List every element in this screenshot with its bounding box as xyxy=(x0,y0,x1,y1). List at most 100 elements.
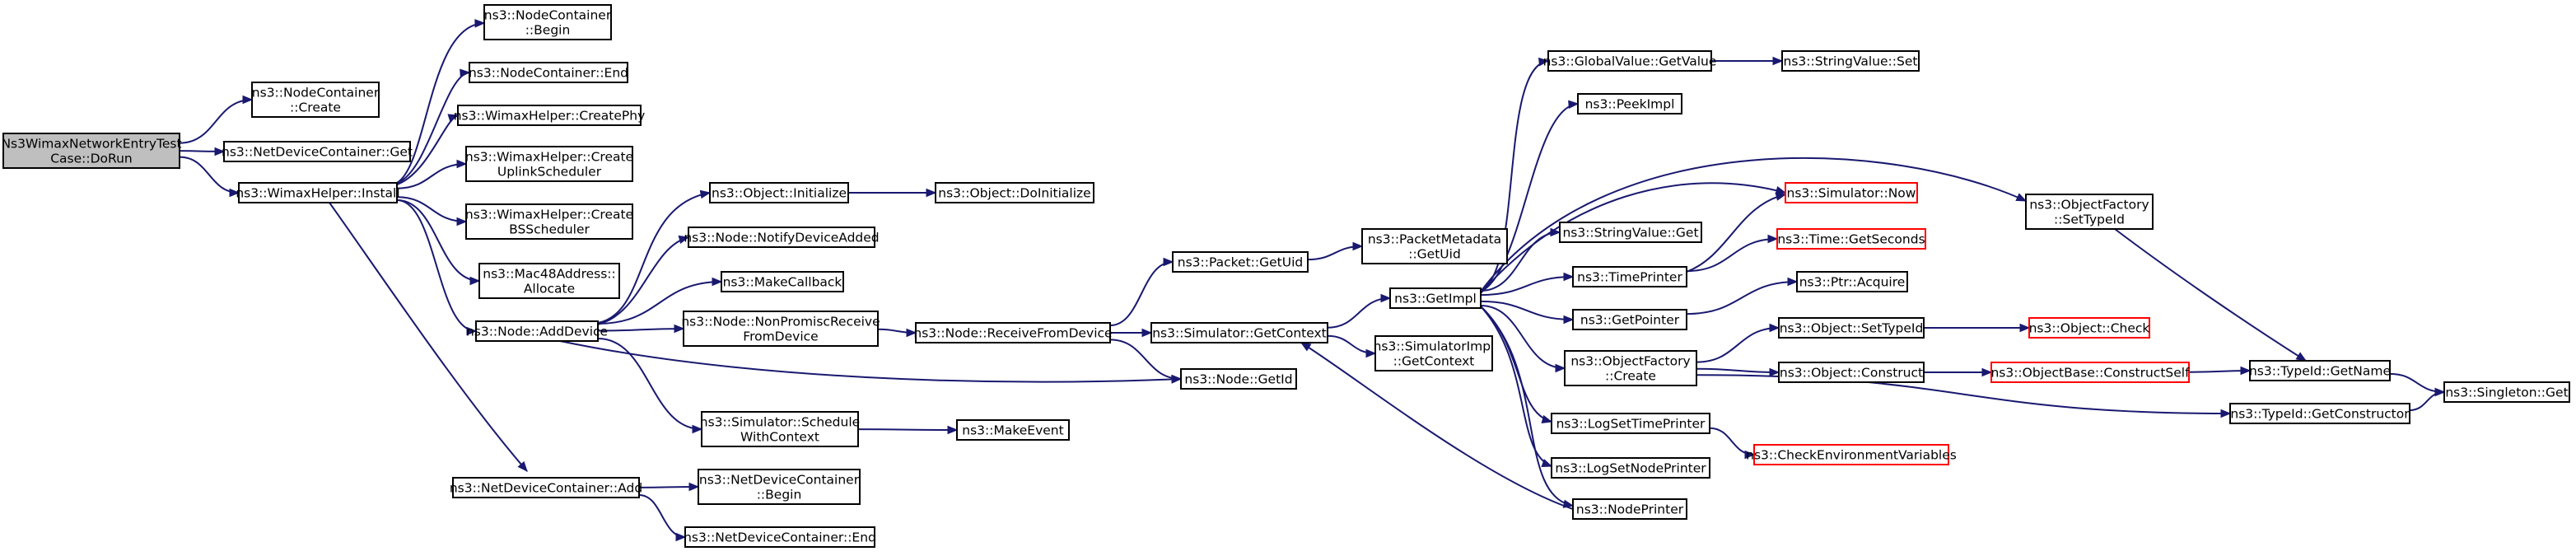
node-logSetNode[interactable]: ns3::LogSetNodePrinter xyxy=(1551,457,1710,479)
edge-line xyxy=(1480,182,1786,294)
node-label: ns3::Node::ReceiveFromDevice xyxy=(913,326,1112,341)
edge-line xyxy=(329,202,528,472)
edge-line xyxy=(597,236,689,325)
node-ncBegin[interactable]: ns3::NodeContainer::Begin xyxy=(483,4,612,40)
node-label: ns3::SimulatorImpl xyxy=(1374,339,1495,354)
node-box xyxy=(2025,194,2154,230)
node-getPointer[interactable]: ns3::GetPointer xyxy=(1572,309,1687,330)
node-svGet[interactable]: ns3::StringValue::Get xyxy=(1559,222,1702,243)
node-obConstructSelf[interactable]: ns3::ObjectBase::ConstructSelf xyxy=(1990,362,2190,383)
node-createPhy[interactable]: ns3::WimaxHelper::CreatePhy xyxy=(454,105,646,126)
node-svSet[interactable]: ns3::StringValue::Set xyxy=(1781,50,1920,72)
arrow-head-icon xyxy=(1772,56,1784,66)
arrow-head-icon xyxy=(1541,414,1553,424)
node-objSetTypeId[interactable]: ns3::Object::SetTypeId xyxy=(1778,317,1925,339)
node-packetGetUid[interactable]: ns3::Packet::GetUid xyxy=(1172,251,1309,273)
node-ptrAcquire[interactable]: ns3::Ptr::Acquire xyxy=(1796,271,1908,292)
node-box xyxy=(1551,457,1710,479)
node-ncEnd[interactable]: ns3::NodeContainer::End xyxy=(469,62,628,83)
edge-addDevice-to-makeCallback xyxy=(597,277,723,325)
node-label: ns3::MakeCallback xyxy=(723,275,842,290)
node-nodeGetId[interactable]: ns3::Node::GetId xyxy=(1180,368,1297,390)
node-nodePrinter[interactable]: ns3::NodePrinter xyxy=(1572,498,1687,520)
node-box xyxy=(483,4,612,40)
node-label: ns3::NetDeviceContainer xyxy=(699,473,860,488)
node-ndcEnd[interactable]: ns3::NetDeviceContainer::End xyxy=(684,526,876,548)
edge-ofCreate-to-objConstruct xyxy=(1696,367,1780,377)
arrow-head-icon xyxy=(2434,387,2446,397)
node-label: ns3::Ptr::Acquire xyxy=(1799,275,1906,290)
arrow-head-icon xyxy=(2019,323,2031,333)
node-ofSetTypeId[interactable]: ns3::ObjectFactory::SetTypeId xyxy=(2025,194,2154,230)
arrow-head-icon xyxy=(1352,241,1364,251)
arrow-head-icon xyxy=(1300,342,1312,352)
edge-obConstructSelf-to-typeIdGetName xyxy=(2188,366,2252,376)
arrow-head-icon xyxy=(1568,100,1580,110)
edge-addDevice-to-objInit xyxy=(597,189,712,324)
node-label: ns3::WimaxHelper::CreatePhy xyxy=(454,109,646,124)
node-box xyxy=(1551,413,1710,434)
node-addDevice[interactable]: ns3::Node::AddDevice xyxy=(466,320,608,342)
node-label: ::Create xyxy=(1605,369,1656,384)
edge-simGetContext-to-simImplGetContext xyxy=(1327,334,1377,358)
node-simImplGetContext[interactable]: ns3::SimulatorImpl::GetContext xyxy=(1374,335,1495,371)
node-timeGetSeconds[interactable]: ns3::Time::GetSeconds xyxy=(1776,228,1926,250)
node-singletonGet[interactable]: ns3::Singleton::Get xyxy=(2443,381,2570,403)
node-label: ::Begin xyxy=(757,488,802,502)
arrow-head-icon xyxy=(1563,272,1575,282)
node-box xyxy=(1990,362,2190,383)
node-install[interactable]: ns3::WimaxHelper::Install xyxy=(236,182,400,203)
edge-line xyxy=(1480,306,1574,507)
node-pmGetUid[interactable]: ns3::PacketMetadata::GetUid xyxy=(1361,228,1508,264)
node-box xyxy=(709,182,849,203)
node-ndcGet[interactable]: ns3::NetDeviceContainer::Get xyxy=(222,141,413,162)
node-makeCallback[interactable]: ns3::MakeCallback xyxy=(721,271,844,292)
node-box xyxy=(684,526,875,548)
node-ncCreate[interactable]: ns3::NodeContainer::Create xyxy=(251,82,380,118)
node-gvGetValue[interactable]: ns3::GlobalValue::GetValue xyxy=(1543,50,1717,72)
arrow-head-icon xyxy=(242,95,254,105)
node-receiveFrom[interactable]: ns3::Node::ReceiveFromDevice xyxy=(913,322,1113,343)
arrow-head-icon xyxy=(447,114,460,123)
node-notifyAdded[interactable]: ns3::Node::NotifyDeviceAdded xyxy=(684,227,880,248)
node-box xyxy=(935,182,1094,203)
node-simNow[interactable]: ns3::Simulator::Now xyxy=(1785,182,1918,203)
node-box xyxy=(688,227,875,248)
node-objInit[interactable]: ns3::Object::Initialize xyxy=(709,182,849,203)
node-makeEvent[interactable]: ns3::MakeEvent xyxy=(956,419,1070,441)
node-ndcBegin[interactable]: ns3::NetDeviceContainer::Begin xyxy=(698,469,861,505)
node-ofCreate[interactable]: ns3::ObjectFactory::Create xyxy=(1564,350,1697,386)
arrow-head-icon xyxy=(947,425,959,435)
node-peekImpl[interactable]: ns3::PeekImpl xyxy=(1577,93,1682,114)
node-label: ns3::Simulator::Now xyxy=(1787,186,1916,201)
node-objCheck[interactable]: ns3::Object::Check xyxy=(2028,317,2150,339)
node-label: ns3::NetDeviceContainer::Add xyxy=(450,481,642,496)
node-label: Allocate xyxy=(524,282,575,297)
edge-line xyxy=(638,494,686,538)
node-logSetTime[interactable]: ns3::LogSetTimePrinter xyxy=(1551,413,1710,434)
node-ndcAdd[interactable]: ns3::NetDeviceContainer::Add xyxy=(450,477,642,498)
arrow-head-icon xyxy=(1380,293,1392,303)
node-label: ns3::GetImpl xyxy=(1394,292,1477,306)
node-macAllocate[interactable]: ns3::Mac48Address::Allocate xyxy=(478,263,620,299)
node-checkEnv[interactable]: ns3::CheckEnvironmentVariables xyxy=(1746,444,1957,465)
arrow-head-icon xyxy=(1555,363,1566,373)
node-simGetContext[interactable]: ns3::Simulator::GetContext xyxy=(1150,322,1328,343)
node-getImpl[interactable]: ns3::GetImpl xyxy=(1389,287,1482,309)
node-label: ns3::Node::AddDevice xyxy=(466,325,608,339)
arrow-head-icon xyxy=(474,19,486,28)
node-doInit[interactable]: ns3::Object::DoInitialize xyxy=(935,182,1094,203)
node-typeIdGetName[interactable]: ns3::TypeId::GetName xyxy=(2249,360,2391,381)
node-timePrinter[interactable]: ns3::TimePrinter xyxy=(1572,266,1687,287)
node-box xyxy=(1361,228,1508,264)
arrow-head-icon xyxy=(699,189,712,199)
node-typeIdGetCtor[interactable]: ns3::TypeId::GetConstructor xyxy=(2229,403,2410,424)
node-box xyxy=(1778,362,1925,383)
node-objConstruct[interactable]: ns3::Object::Construct xyxy=(1778,362,1925,383)
